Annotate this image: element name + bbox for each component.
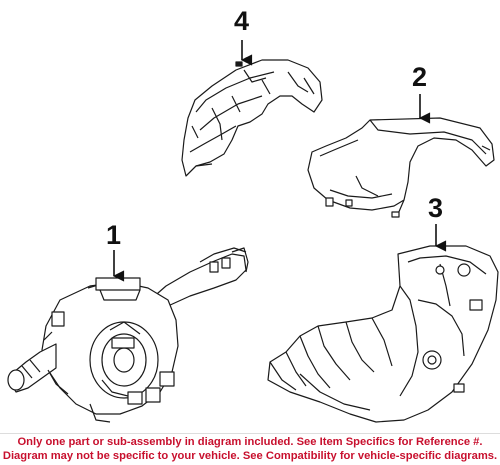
diagram-artwork	[7, 40, 499, 423]
callout-3: 3	[428, 193, 444, 223]
part-3-lower-shroud	[267, 245, 499, 423]
part-2-cover	[307, 117, 495, 218]
callout-arrows	[112, 40, 447, 282]
part-1-combination-switch	[7, 247, 249, 423]
disclaimer-line-2: Diagram may not be specific to your vehi…	[2, 450, 498, 462]
callout-1: 1	[106, 220, 122, 250]
disclaimer-line-1: Only one part or sub-assembly in diagram…	[17, 436, 483, 448]
part-4-upper-shroud	[181, 57, 323, 177]
callout-2: 2	[412, 62, 428, 92]
callout-4: 4	[234, 6, 250, 36]
parts-diagram: 4 2 3 1	[7, 6, 499, 423]
disclaimer-footer: Only one part or sub-assembly in diagram…	[0, 433, 500, 465]
